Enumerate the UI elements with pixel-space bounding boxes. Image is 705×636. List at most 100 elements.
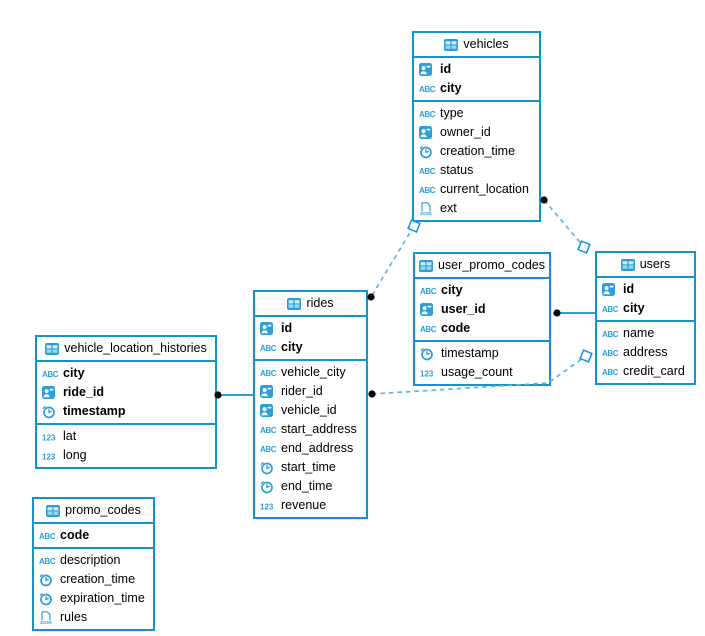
table-column-row[interactable]: id — [255, 319, 366, 338]
column-name: name — [623, 326, 655, 341]
json-icon: JSON — [419, 201, 436, 216]
svg-text:123: 123 — [42, 433, 56, 442]
abc-icon: ABC — [420, 285, 437, 296]
table-icon — [287, 297, 302, 310]
column-name: city — [440, 81, 462, 96]
table-column-row[interactable]: end_time — [255, 477, 366, 496]
column-name: start_address — [281, 422, 357, 437]
primary-key-section: id ABC city — [414, 58, 539, 102]
column-name: ride_id — [63, 385, 104, 400]
table-column-row[interactable]: creation_time — [34, 570, 153, 589]
abc-icon: ABC — [419, 165, 436, 176]
table-column-row[interactable]: ABC city — [414, 79, 539, 98]
abc-icon: ABC — [419, 83, 436, 94]
table-column-row[interactable]: ABC city — [37, 364, 215, 383]
svg-text:ABC: ABC — [42, 370, 59, 379]
table-column-row[interactable]: ABC start_address — [255, 420, 366, 439]
column-name: type — [440, 106, 464, 121]
table-header[interactable]: vehicle_location_histories — [37, 337, 215, 362]
table-column-row[interactable]: creation_time — [414, 142, 539, 161]
column-name: long — [63, 448, 87, 463]
table-column-row[interactable]: timestamp — [415, 344, 549, 363]
primary-key-section: ABC city ride_id timestamp — [37, 362, 215, 425]
table-header[interactable]: users — [597, 253, 694, 278]
column-name: vehicle_id — [281, 403, 337, 418]
table-column-row[interactable]: ABC description — [34, 551, 153, 570]
svg-text:123: 123 — [42, 452, 56, 461]
table-header[interactable]: vehicles — [414, 33, 539, 58]
column-name: city — [63, 366, 85, 381]
table-title: vehicles — [463, 37, 509, 52]
entity-table-vehicle_location_histories[interactable]: vehicle_location_histories ABC city ride_… — [35, 335, 217, 469]
svg-text:ABC: ABC — [260, 369, 277, 378]
column-name: expiration_time — [60, 591, 145, 606]
clock-icon — [420, 347, 437, 361]
table-column-row[interactable]: vehicle_id — [255, 401, 366, 420]
table-column-row[interactable]: timestamp — [37, 402, 215, 421]
num-icon: 123 — [42, 432, 59, 442]
table-column-row[interactable]: expiration_time — [34, 589, 153, 608]
table-column-row[interactable]: ride_id — [37, 383, 215, 402]
table-column-row[interactable]: start_time — [255, 458, 366, 477]
column-name: description — [60, 553, 121, 568]
svg-text:ABC: ABC — [419, 85, 436, 94]
column-name: start_time — [281, 460, 336, 475]
column-name: rider_id — [281, 384, 323, 399]
table-column-row[interactable]: 123 long — [37, 446, 215, 465]
column-name: address — [623, 345, 668, 360]
table-header[interactable]: rides — [255, 292, 366, 317]
table-icon — [418, 259, 433, 272]
column-name: timestamp — [441, 346, 499, 361]
svg-text:ABC: ABC — [260, 445, 277, 454]
person-icon — [419, 63, 436, 76]
table-column-row[interactable]: id — [597, 280, 694, 299]
table-header[interactable]: user_promo_codes — [415, 254, 549, 279]
column-name: current_location — [440, 182, 529, 197]
svg-text:ABC: ABC — [420, 287, 437, 296]
svg-text:ABC: ABC — [602, 305, 619, 314]
person-icon — [419, 126, 436, 139]
abc-icon: ABC — [39, 555, 56, 566]
column-name: city — [623, 301, 645, 316]
table-column-row[interactable]: ABC city — [597, 299, 694, 318]
table-icon — [46, 504, 61, 517]
table-column-row[interactable]: user_id — [415, 300, 549, 319]
table-column-row[interactable]: id — [414, 60, 539, 79]
table-header[interactable]: promo_codes — [34, 499, 153, 524]
column-name: rules — [60, 610, 88, 625]
clock-icon — [42, 405, 59, 419]
table-icon — [620, 258, 635, 271]
table-column-row[interactable]: owner_id — [414, 123, 539, 142]
table-icon — [45, 342, 60, 355]
clock-icon — [260, 461, 277, 475]
person-icon — [260, 404, 277, 417]
abc-icon: ABC — [260, 424, 277, 435]
table-column-row[interactable]: rider_id — [255, 382, 366, 401]
column-name: id — [440, 62, 452, 77]
